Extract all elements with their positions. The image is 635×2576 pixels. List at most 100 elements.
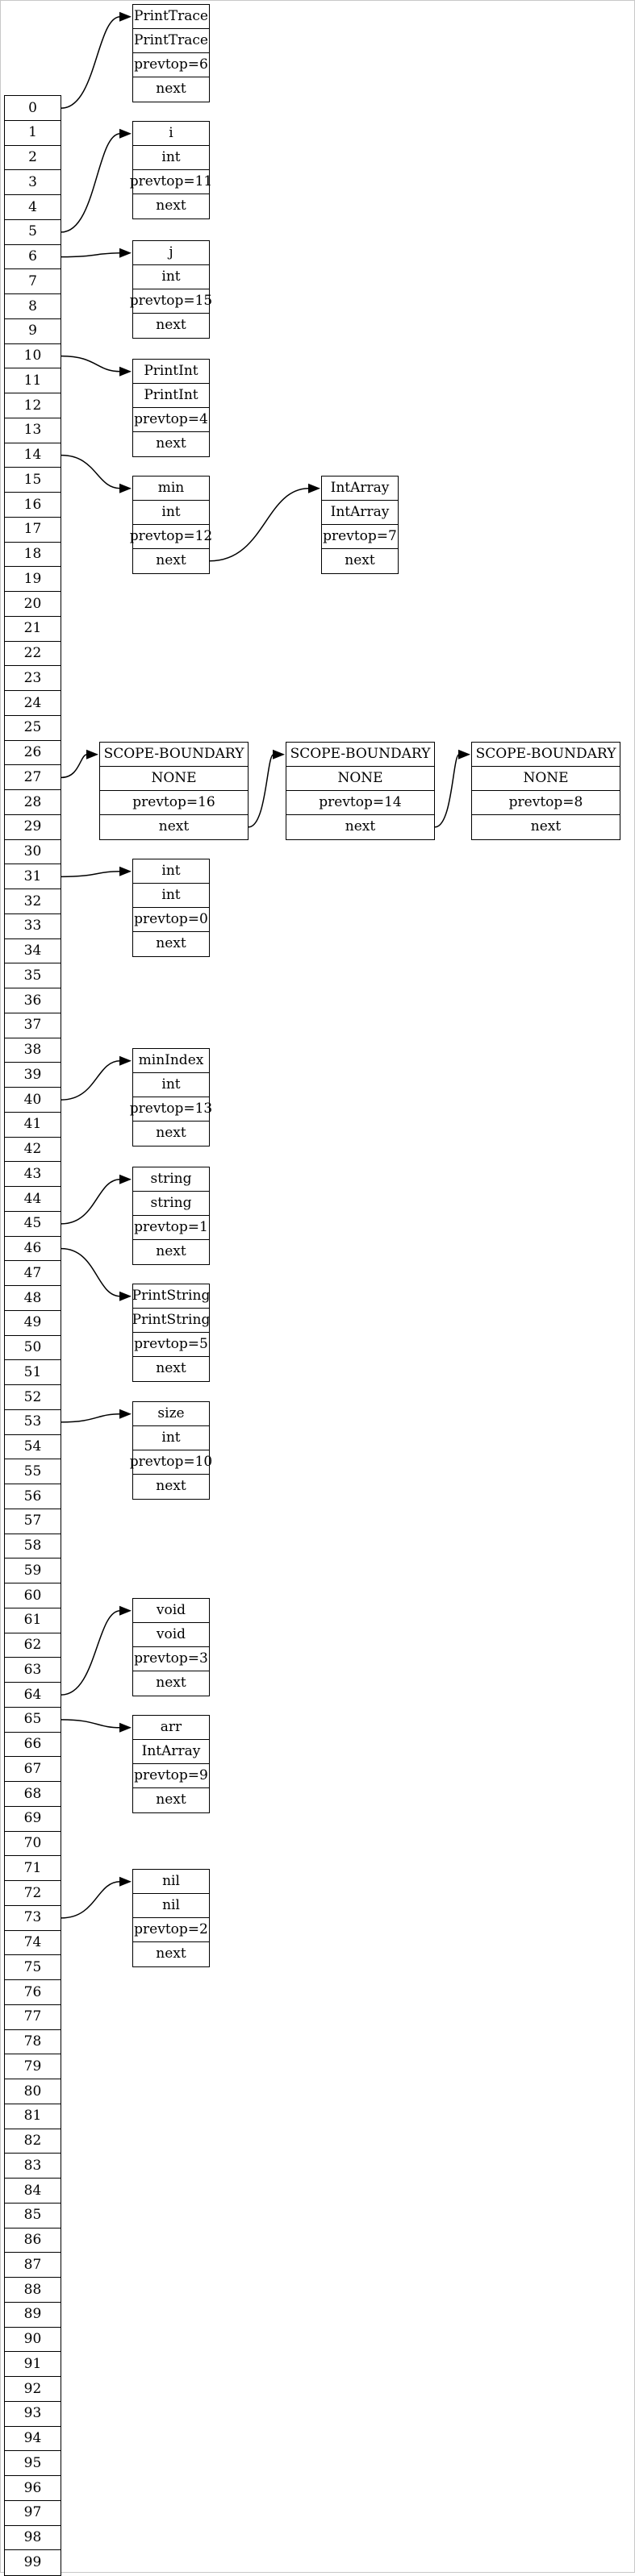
record-scope2-type: NONE xyxy=(286,766,435,792)
table-cell-8: 8 xyxy=(4,293,61,320)
table-cell-33: 33 xyxy=(4,913,61,939)
record-minindex-type: int xyxy=(132,1072,210,1098)
record-printint-next: next xyxy=(132,431,210,457)
table-cell-10: 10 xyxy=(4,343,61,369)
record-scope1-prevtop: prevtop=16 xyxy=(99,790,249,816)
record-scope3-next: next xyxy=(471,814,620,840)
record-j-name: j xyxy=(132,240,210,266)
table-cell-56: 56 xyxy=(4,1484,61,1510)
chain-min-to-intarray xyxy=(209,488,310,562)
record-printstring-name: PrintString xyxy=(132,1284,210,1309)
table-cell-85: 85 xyxy=(4,2202,61,2229)
table-cell-45: 45 xyxy=(4,1210,61,1237)
record-printtrace-prevtop: prevtop=6 xyxy=(132,52,210,78)
edge-73-to-nil xyxy=(61,1881,121,1919)
table-cell-70: 70 xyxy=(4,1830,61,1857)
edge-64-to-void-arrowhead xyxy=(119,1605,132,1616)
table-cell-99: 99 xyxy=(4,2549,61,2576)
record-scope2-name: SCOPE-BOUNDARY xyxy=(286,742,435,768)
edge-46-to-printstring xyxy=(61,1247,121,1297)
record-min-name: min xyxy=(132,476,210,501)
record-size-next: next xyxy=(132,1474,210,1500)
table-cell-82: 82 xyxy=(4,2128,61,2154)
table-cell-53: 53 xyxy=(4,1409,61,1435)
edge-27-to-scope1-arrowhead xyxy=(86,749,98,759)
table-cell-42: 42 xyxy=(4,1136,61,1163)
record-printstring-type: PrintString xyxy=(132,1308,210,1334)
table-cell-11: 11 xyxy=(4,368,61,394)
record-minindex-prevtop: prevtop=13 xyxy=(130,1097,212,1122)
record-scope3-name: SCOPE-BOUNDARY xyxy=(471,742,620,768)
table-cell-3: 3 xyxy=(4,169,61,196)
table-cell-81: 81 xyxy=(4,2103,61,2129)
record-printstring-next: next xyxy=(132,1356,210,1382)
record-printint-name: PrintInt xyxy=(132,359,210,385)
record-arr-next: next xyxy=(132,1787,210,1813)
record-scope1-name: SCOPE-BOUNDARY xyxy=(99,742,249,768)
table-cell-31: 31 xyxy=(4,864,61,890)
record-arr-name: arr xyxy=(132,1715,210,1741)
record-scope3-prevtop: prevtop=8 xyxy=(471,790,620,816)
table-cell-6: 6 xyxy=(4,243,61,270)
chain-min-to-intarray-arrowhead xyxy=(308,483,320,493)
table-cell-93: 93 xyxy=(4,2400,61,2427)
table-cell-98: 98 xyxy=(4,2524,61,2551)
table-cell-86: 86 xyxy=(4,2227,61,2253)
edge-27-to-scope1 xyxy=(61,754,88,779)
table-cell-66: 66 xyxy=(4,1731,61,1758)
table-cell-72: 72 xyxy=(4,1880,61,1907)
edge-5-to-i-arrowhead xyxy=(119,128,132,139)
table-cell-69: 69 xyxy=(4,1805,61,1832)
edge-6-to-j-arrowhead xyxy=(119,248,132,258)
table-cell-25: 25 xyxy=(4,714,61,741)
edge-40-to-minindex xyxy=(61,1060,121,1101)
table-cell-34: 34 xyxy=(4,938,61,964)
table-cell-16: 16 xyxy=(4,492,61,518)
table-cell-48: 48 xyxy=(4,1285,61,1312)
table-cell-64: 64 xyxy=(4,1682,61,1708)
edge-64-to-void xyxy=(61,1610,121,1696)
table-cell-14: 14 xyxy=(4,442,61,468)
table-cell-67: 67 xyxy=(4,1756,61,1783)
record-j-next: next xyxy=(132,313,210,339)
record-nil-type: nil xyxy=(132,1893,210,1919)
table-cell-65: 65 xyxy=(4,1706,61,1733)
table-cell-59: 59 xyxy=(4,1558,61,1584)
record-nil-prevtop: prevtop=2 xyxy=(132,1917,210,1943)
table-cell-9: 9 xyxy=(4,318,61,344)
record-void-prevtop: prevtop=3 xyxy=(132,1646,210,1672)
table-cell-0: 0 xyxy=(4,95,61,122)
record-void-type: void xyxy=(132,1622,210,1648)
table-cell-63: 63 xyxy=(4,1657,61,1683)
record-scope2-prevtop: prevtop=14 xyxy=(286,790,435,816)
table-cell-50: 50 xyxy=(4,1334,61,1361)
table-cell-87: 87 xyxy=(4,2252,61,2278)
table-cell-58: 58 xyxy=(4,1533,61,1559)
table-cell-36: 36 xyxy=(4,988,61,1014)
table-cell-35: 35 xyxy=(4,963,61,989)
table-cell-77: 77 xyxy=(4,2004,61,2030)
record-int-next: next xyxy=(132,931,210,957)
chain-scope2-to-scope3-arrowhead xyxy=(458,749,470,759)
table-cell-46: 46 xyxy=(4,1235,61,1262)
table-cell-52: 52 xyxy=(4,1384,61,1411)
table-cell-24: 24 xyxy=(4,690,61,717)
table-cell-90: 90 xyxy=(4,2326,61,2353)
table-cell-89: 89 xyxy=(4,2301,61,2328)
table-cell-95: 95 xyxy=(4,2450,61,2477)
record-intarray-prevtop: prevtop=7 xyxy=(321,524,399,550)
edge-73-to-nil-arrowhead xyxy=(119,1876,132,1887)
record-i-next: next xyxy=(132,194,210,219)
edge-53-to-size xyxy=(61,1413,121,1423)
table-cell-92: 92 xyxy=(4,2376,61,2403)
edge-14-to-min-arrowhead xyxy=(119,483,132,493)
record-scope1-type: NONE xyxy=(99,766,249,792)
record-string-prevtop: prevtop=1 xyxy=(132,1215,210,1241)
record-void-name: void xyxy=(132,1598,210,1624)
table-cell-28: 28 xyxy=(4,789,61,816)
edge-31-to-int xyxy=(61,871,121,878)
edge-6-to-j xyxy=(61,252,121,258)
table-cell-71: 71 xyxy=(4,1855,61,1882)
table-cell-39: 39 xyxy=(4,1062,61,1088)
